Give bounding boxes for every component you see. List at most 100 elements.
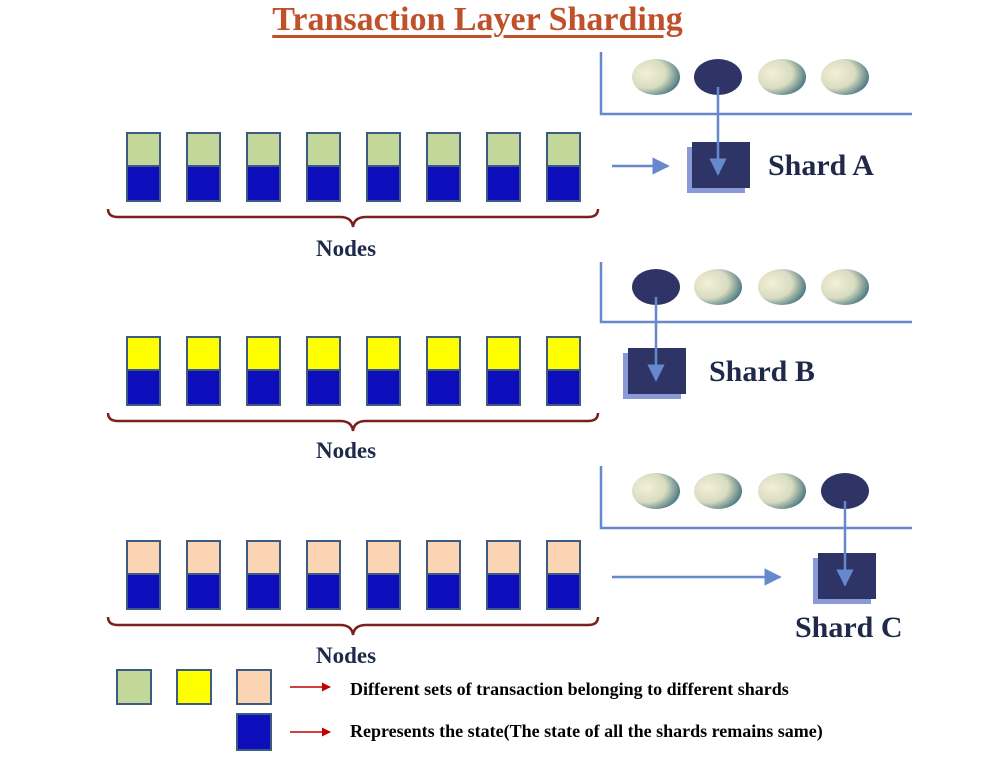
node-b-2	[186, 336, 221, 406]
state-box	[546, 165, 581, 202]
nodes-label-a: Nodes	[316, 236, 377, 261]
node-b-5	[366, 336, 401, 406]
transaction-circle	[758, 59, 806, 95]
state-box	[246, 369, 281, 406]
shard-label-a: Shard A	[768, 149, 874, 182]
state-box	[126, 165, 161, 202]
selected-transaction	[694, 59, 742, 95]
state-box	[186, 165, 221, 202]
node-c-7	[486, 540, 521, 610]
node-c-8	[546, 540, 581, 610]
node-a-2	[186, 132, 221, 202]
node-c-1	[126, 540, 161, 610]
state-box	[246, 165, 281, 202]
node-b-6	[426, 336, 461, 406]
node-b-8	[546, 336, 581, 406]
node-b-1	[126, 336, 161, 406]
state-box	[486, 369, 521, 406]
selected-transaction	[632, 269, 680, 305]
transaction-box	[426, 336, 461, 371]
legend-state-text: Represents the state(The state of all th…	[350, 721, 823, 741]
transaction-circle	[694, 473, 742, 509]
shard-group-c	[106, 466, 912, 636]
transaction-pool-panel	[599, 262, 912, 324]
transaction-box	[126, 540, 161, 575]
state-box	[186, 369, 221, 406]
transaction-pool-panel	[599, 466, 912, 530]
state-box	[426, 573, 461, 610]
node-a-6	[426, 132, 461, 202]
shard-block	[818, 553, 876, 599]
node-c-6	[426, 540, 461, 610]
transaction-pool-panel	[599, 52, 912, 116]
node-c-2	[186, 540, 221, 610]
transaction-box	[126, 132, 161, 167]
transaction-box	[366, 540, 401, 575]
node-c-4	[306, 540, 341, 610]
state-box	[246, 573, 281, 610]
transaction-box	[366, 132, 401, 167]
transaction-circle	[758, 473, 806, 509]
legend-swatch-state	[236, 713, 272, 751]
transaction-box	[246, 132, 281, 167]
transaction-box	[186, 336, 221, 371]
shard-label-b: Shard B	[709, 355, 815, 388]
transaction-circle	[694, 269, 742, 305]
shard-block	[692, 142, 750, 188]
selected-transaction	[821, 473, 869, 509]
transaction-box	[426, 132, 461, 167]
node-b-4	[306, 336, 341, 406]
state-box	[546, 369, 581, 406]
state-box	[306, 573, 341, 610]
node-b-7	[486, 336, 521, 406]
transaction-box	[246, 336, 281, 371]
state-box	[426, 369, 461, 406]
shard-label-c: Shard C	[795, 611, 903, 644]
nodes-brace	[106, 208, 600, 228]
transaction-box	[126, 336, 161, 371]
node-a-7	[486, 132, 521, 202]
state-box	[366, 369, 401, 406]
transaction-box	[366, 336, 401, 371]
nodes-brace	[106, 412, 600, 432]
shard-group-a	[106, 52, 912, 228]
state-box	[366, 165, 401, 202]
node-a-3	[246, 132, 281, 202]
transaction-box	[486, 132, 521, 167]
transaction-box	[546, 540, 581, 575]
transaction-circle	[821, 59, 869, 95]
transaction-circle	[632, 59, 680, 95]
nodes-brace	[106, 616, 600, 636]
transaction-circle	[758, 269, 806, 305]
transaction-box	[306, 132, 341, 167]
transaction-circle	[821, 269, 869, 305]
transaction-box	[306, 336, 341, 371]
transaction-box	[186, 540, 221, 575]
state-box	[486, 165, 521, 202]
legend-swatch-yellow	[176, 669, 212, 705]
node-a-1	[126, 132, 161, 202]
state-box	[306, 369, 341, 406]
node-a-8	[546, 132, 581, 202]
node-c-5	[366, 540, 401, 610]
transaction-box	[486, 540, 521, 575]
state-box	[486, 573, 521, 610]
node-b-3	[246, 336, 281, 406]
transaction-circle	[632, 473, 680, 509]
shard-group-b	[106, 262, 912, 432]
legend-transactions-text: Different sets of transaction belonging …	[350, 679, 789, 699]
legend-swatch-peach	[236, 669, 272, 705]
state-box	[546, 573, 581, 610]
state-box	[366, 573, 401, 610]
node-a-5	[366, 132, 401, 202]
transaction-box	[426, 540, 461, 575]
nodes-label-c: Nodes	[316, 643, 377, 668]
node-c-3	[246, 540, 281, 610]
node-a-4	[306, 132, 341, 202]
transaction-box	[486, 336, 521, 371]
state-box	[306, 165, 341, 202]
legend	[116, 669, 331, 751]
legend-swatch-green	[116, 669, 152, 705]
transaction-box	[186, 132, 221, 167]
